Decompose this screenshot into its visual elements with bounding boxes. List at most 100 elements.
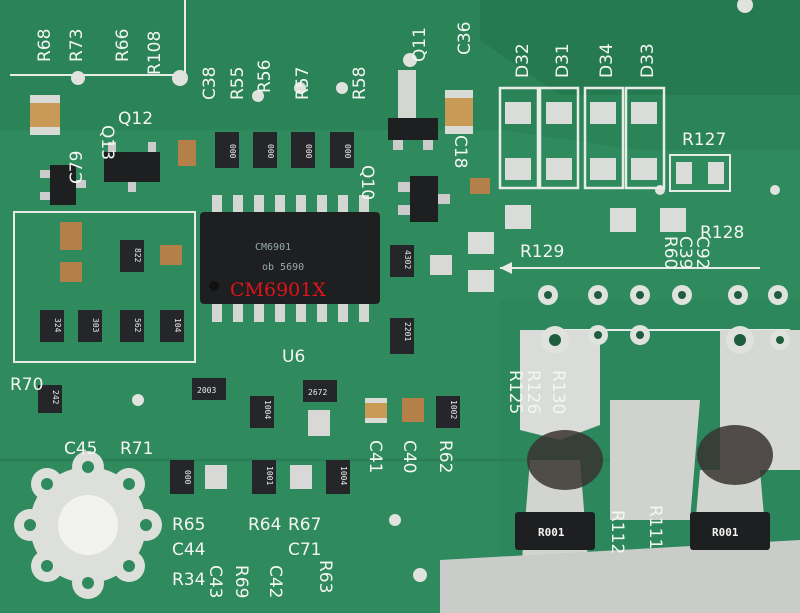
code-shunt-left: R001 (538, 526, 565, 539)
label-r56: R56 (255, 60, 275, 93)
silk-arrow-head (500, 262, 512, 274)
r127-outline (669, 154, 731, 192)
code-r58: 000 (343, 144, 352, 159)
code-r56: 000 (266, 144, 275, 159)
solder-scorch-right (697, 425, 773, 485)
code-2003: 2003 (197, 386, 216, 395)
pad (468, 270, 494, 292)
label-r111: R111 (645, 505, 665, 549)
label-r128: R128 (700, 223, 744, 243)
label-c41: C41 (365, 440, 385, 474)
code-000b: 000 (183, 470, 192, 485)
label-r67: R67 (288, 515, 321, 535)
capacitors (30, 90, 490, 489)
resistor-codes: 000 000 000 000 822 324 303 562 104 4302… (51, 144, 739, 539)
r128-pad (660, 208, 686, 232)
label-c40: C40 (399, 440, 419, 474)
code-4302: 4302 (403, 250, 412, 269)
silk-box-left (13, 211, 196, 363)
mounting-hole (14, 451, 162, 599)
label-c43: C43 (205, 565, 225, 599)
label-r73: R73 (67, 29, 87, 62)
code-1004: 1004 (263, 400, 272, 419)
label-c18: C18 (450, 135, 470, 169)
code-1004b: 1004 (339, 466, 348, 485)
label-r127: R127 (682, 130, 726, 150)
label-r108: R108 (145, 31, 165, 75)
label-d34: D34 (597, 43, 617, 78)
transistor-q10 (398, 176, 450, 222)
label-r70: R70 (10, 375, 43, 395)
shunt-resistor-right (690, 512, 770, 550)
label-r66: R66 (113, 29, 133, 62)
label-c92: C92 (692, 236, 712, 270)
solder-scorch-left (527, 430, 603, 490)
transistor-q13 (40, 165, 86, 205)
code-shunt-right: R001 (712, 526, 739, 539)
code-324: 324 (53, 318, 62, 333)
code-2201: 2201 (403, 322, 412, 341)
copper-pour-topright (480, 0, 800, 95)
via-row (538, 285, 790, 354)
label-c36: C36 (455, 21, 475, 55)
resistor-bodies (38, 132, 460, 494)
label-r68: R68 (35, 29, 55, 62)
copper-pad-5 (610, 400, 700, 520)
code-562: 562 (133, 318, 142, 333)
silkscreen-labels: R68 R73 R66 R108 C79 Q13 Q12 C38 R55 R56… (10, 21, 744, 598)
code-104: 104 (173, 318, 182, 333)
label-r57: R57 (293, 67, 313, 100)
code-2672: 2672 (308, 388, 327, 397)
label-c38: C38 (200, 66, 220, 100)
code-r57: 000 (304, 144, 313, 159)
label-r112: R112 (607, 510, 627, 554)
label-r62: R62 (435, 440, 455, 473)
copper-pad-6 (440, 540, 800, 613)
copper-pad-1 (520, 330, 600, 440)
transistor-q11 (388, 70, 438, 150)
label-r125: R125 (505, 370, 525, 414)
diode-array (498, 86, 666, 190)
label-r69: R69 (231, 565, 251, 598)
label-c45: C45 (64, 439, 98, 459)
label-r60: R60 (660, 236, 680, 269)
code-r55: 000 (228, 144, 237, 159)
label-q10: Q10 (357, 165, 377, 200)
label-c42: C42 (265, 565, 285, 599)
label-q11: Q11 (410, 27, 430, 62)
ic-marking-line1: CM6901 (255, 242, 291, 253)
label-r64: R64 (248, 515, 281, 535)
transistor-q12 (104, 142, 160, 192)
label-r58: R58 (350, 67, 370, 100)
ic-marking-line2: ob 5690 (262, 262, 304, 273)
shunt-resistor-left (515, 512, 595, 550)
label-r65: R65 (172, 515, 205, 535)
label-q12: Q12 (118, 109, 153, 129)
label-c79: C79 (67, 150, 87, 184)
label-q13: Q13 (97, 125, 117, 160)
code-1002: 1002 (449, 400, 458, 419)
code-1001: 1001 (265, 466, 274, 485)
label-r63: R63 (315, 560, 335, 593)
r127-pad (708, 162, 724, 184)
r127-pad (676, 162, 692, 184)
label-c71: C71 (288, 540, 322, 560)
label-r55: R55 (228, 67, 248, 100)
ic-u6-pins (212, 195, 369, 322)
label-r129: R129 (520, 242, 564, 262)
ic-u6 (200, 212, 380, 304)
label-d32: D32 (513, 43, 533, 78)
ic-overlay-label: CM6901X (230, 279, 326, 301)
label-c44: C44 (172, 540, 206, 560)
code-242: 242 (51, 390, 60, 405)
r129-pad (505, 205, 531, 229)
label-r126: R126 (523, 370, 543, 414)
label-r130: R130 (548, 370, 568, 414)
code-303: 303 (91, 318, 100, 333)
label-d33: D33 (638, 43, 658, 78)
pad (468, 232, 494, 254)
label-c39: C39 (675, 236, 695, 270)
r129-pad (610, 208, 636, 232)
